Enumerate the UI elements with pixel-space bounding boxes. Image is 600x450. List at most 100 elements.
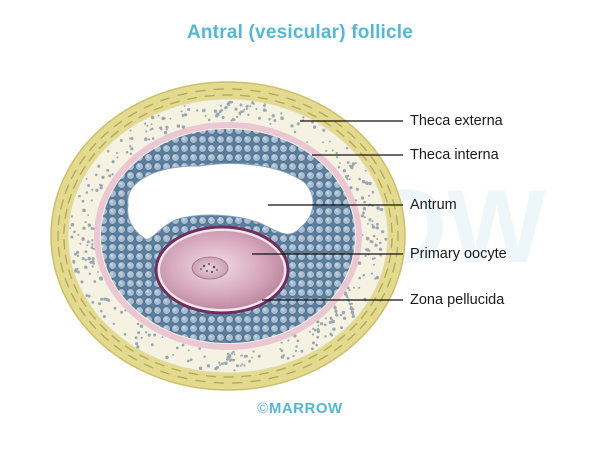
theca-externa-fiber <box>370 155 377 165</box>
theca-interna-cell <box>347 300 350 303</box>
theca-interna-cell <box>70 235 74 239</box>
theca-interna-cell <box>240 110 243 114</box>
theca-externa-fiber <box>307 112 317 118</box>
theca-interna-cell <box>381 230 385 234</box>
theca-externa-fiber <box>347 333 356 341</box>
theca-interna-cell <box>147 333 151 337</box>
theca-interna-cell <box>361 234 364 236</box>
theca-externa-fiber <box>322 120 332 127</box>
theca-externa-fiber <box>286 97 296 102</box>
theca-externa-fiber <box>177 375 188 380</box>
theca-interna-cell <box>150 343 154 347</box>
theca-interna-cell <box>348 289 351 292</box>
theca-interna-cell <box>202 108 206 113</box>
theca-interna-cell <box>207 118 211 122</box>
theca-externa-fiber <box>64 208 68 219</box>
theca-interna-cell <box>350 302 353 305</box>
theca-externa-fiber <box>186 96 198 101</box>
theca-interna-cell <box>379 208 382 211</box>
theca-interna-cell <box>165 128 168 131</box>
theca-externa-fiber <box>195 89 206 93</box>
theca-interna-cell <box>364 169 367 172</box>
theca-interna-cell <box>332 327 336 331</box>
theca-interna-cell <box>124 309 127 312</box>
theca-interna-cell <box>249 105 252 108</box>
theca-interna-cell <box>224 361 228 365</box>
theca-interna-cell <box>125 151 129 154</box>
theca-interna-cell <box>84 250 88 254</box>
theca-interna-cell <box>268 117 271 121</box>
theca-interna-cell <box>100 309 103 313</box>
theca-interna-cell <box>234 107 238 111</box>
theca-externa-fiber <box>63 223 66 235</box>
theca-interna-cell <box>78 194 81 198</box>
theca-externa-fiber <box>205 375 217 378</box>
theca-interna-cell <box>362 206 367 211</box>
theca-externa-fiber <box>138 112 148 119</box>
theca-externa-fiber <box>188 372 199 376</box>
theca-interna-cell <box>317 324 320 327</box>
theca-externa-fiber <box>333 120 343 128</box>
theca-externa-fiber <box>80 298 87 308</box>
theca-interna-cell <box>84 258 87 262</box>
theca-interna-cell <box>91 188 94 191</box>
theca-interna-cell <box>232 117 235 121</box>
theca-interna-cell <box>351 162 356 166</box>
theca-externa-fiber <box>143 103 154 109</box>
theca-interna-cell <box>87 223 92 228</box>
theca-interna-cell <box>248 359 252 363</box>
theca-interna-cell <box>360 196 365 200</box>
theca-externa-fiber <box>274 100 285 105</box>
theca-interna-cell <box>235 115 239 119</box>
theca-externa-fiber <box>79 307 86 317</box>
theca-interna-cell <box>139 324 144 328</box>
theca-interna-cell <box>295 345 298 348</box>
theca-interna-cell <box>312 327 315 330</box>
theca-interna-cell <box>230 352 234 355</box>
theca-interna-cell <box>335 313 339 317</box>
theca-interna-cell <box>91 239 94 242</box>
theca-interna-cell <box>92 227 95 231</box>
theca-interna-cell <box>325 149 328 152</box>
oocyte-nucleus <box>191 256 229 280</box>
theca-interna-cell <box>324 317 327 320</box>
theca-interna-cell <box>106 168 110 172</box>
theca-interna-cell <box>292 354 295 358</box>
theca-interna-cell <box>348 178 351 181</box>
theca-externa-fiber <box>79 155 86 165</box>
theca-interna-cell <box>163 131 168 135</box>
theca-externa-fiber <box>154 361 165 367</box>
theca-interna-cell <box>349 306 354 311</box>
theca-interna-cell <box>346 296 349 299</box>
theca-externa-fiber <box>241 375 252 378</box>
theca-interna-cell <box>311 333 315 336</box>
theca-interna-cell <box>79 242 82 245</box>
theca-interna-cell <box>84 265 88 269</box>
theca-interna-cell <box>362 273 366 277</box>
theca-interna-cell <box>150 123 153 126</box>
theca-interna-cell <box>86 244 89 247</box>
theca-interna-cell <box>333 306 337 310</box>
theca-externa-fiber <box>72 179 79 190</box>
theca-interna-cell <box>279 348 282 350</box>
theca-interna-cell <box>148 138 151 141</box>
theca-externa-fiber <box>171 367 182 372</box>
theca-externa-fiber <box>318 354 328 361</box>
theca-interna-cell <box>371 257 375 260</box>
theca-externa-fiber <box>63 238 66 250</box>
theca-externa-fiber <box>67 193 72 204</box>
theca-interna-cell <box>368 218 372 222</box>
theca-interna-cell <box>130 147 134 151</box>
theca-interna-cell <box>165 355 169 360</box>
theca-interna-cell <box>376 238 379 240</box>
theca-interna-cell <box>368 249 371 253</box>
theca-interna-cell <box>220 362 223 365</box>
theca-interna-cell <box>98 183 101 186</box>
theca-interna-cell <box>97 270 99 273</box>
theca-externa-fiber <box>79 165 86 176</box>
theca-interna-cell <box>282 354 285 357</box>
theca-externa-fiber <box>98 141 107 150</box>
theca-interna-cell <box>175 346 179 350</box>
theca-interna-cell <box>316 328 320 331</box>
theca-interna-cell <box>91 265 94 268</box>
